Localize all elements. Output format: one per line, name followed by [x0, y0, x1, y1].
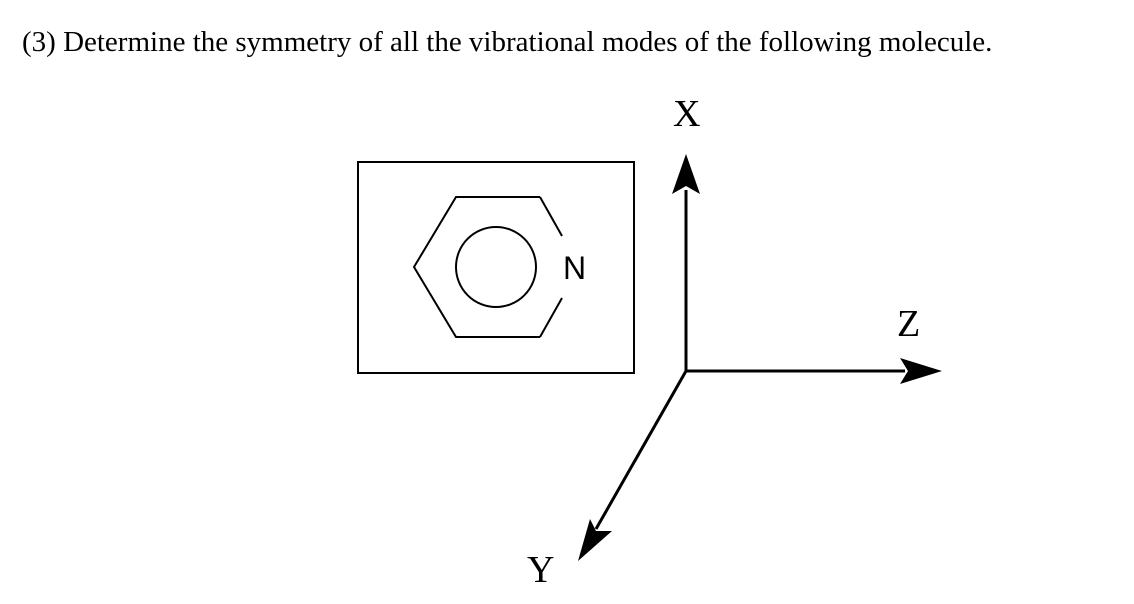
molecule-frame — [357, 161, 635, 374]
y-axis-arrowhead — [578, 519, 612, 561]
ring-bonds — [412, 196, 540, 338]
ring-bond-n-c6 — [539, 297, 563, 338]
coordinate-axes — [578, 154, 942, 561]
y-axis-line — [594, 370, 688, 530]
aromatic-circle — [455, 226, 537, 308]
z-axis-arrowhead — [900, 358, 942, 384]
x-axis-label: X — [673, 93, 700, 135]
x-axis-arrowhead — [672, 154, 700, 194]
y-axis-label: Y — [527, 549, 554, 591]
pyridine-ring — [412, 196, 563, 338]
ring-bond-c2-n — [539, 196, 563, 237]
z-axis-label: Z — [897, 303, 920, 345]
nitrogen-label: N — [563, 250, 586, 286]
question-text: (3) Determine the symmetry of all the vi… — [22, 26, 993, 58]
